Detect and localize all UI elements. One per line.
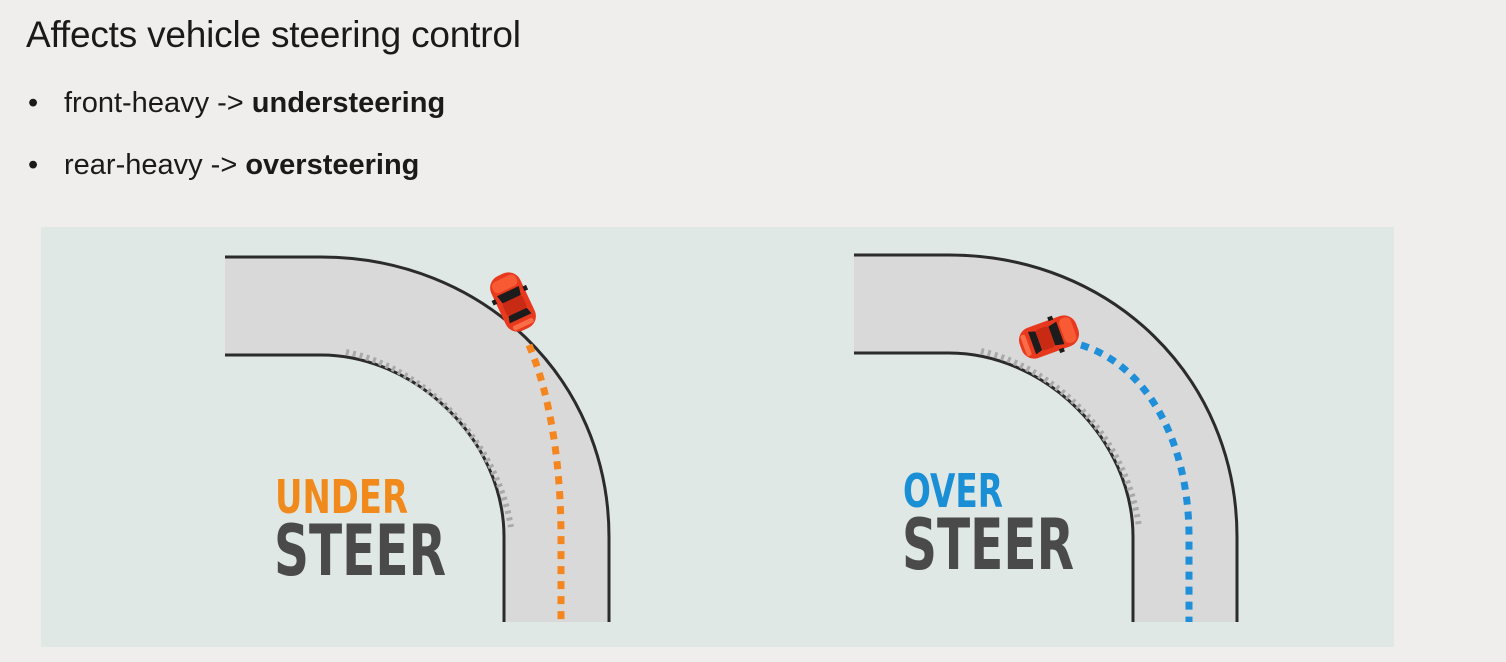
understeer-diagram: UNDER STEER [225, 255, 611, 622]
bullet-text: rear-heavy -> [64, 149, 246, 181]
diagram-panel: UNDER STEER OVER STEER [41, 227, 1394, 647]
bullet-marker: • [28, 149, 39, 181]
slide-title: Affects vehicle steering control [26, 14, 521, 55]
bullet-understeer: • front-heavy -> understeering [28, 87, 445, 120]
bullet-oversteer: • rear-heavy -> oversteering [28, 149, 419, 182]
bullet-emphasis: understeering [251, 87, 446, 119]
bullet-emphasis: oversteering [245, 149, 420, 181]
understeer-road-inner-edge [225, 353, 506, 622]
oversteer-road-outer-edge [854, 253, 1239, 622]
understeer-path [525, 343, 565, 622]
understeer-road-outer-edge [225, 255, 611, 622]
bullet-text: front-heavy -> [64, 87, 252, 119]
oversteer-label-bottom: STEER [902, 504, 1074, 586]
oversteer-path [1079, 341, 1193, 622]
understeer-road [225, 257, 609, 622]
understeer-label-top: UNDER [275, 470, 408, 524]
oversteer-diagram: OVER STEER [854, 253, 1239, 622]
understeer-skid-marks [345, 349, 514, 528]
bullet-marker: • [28, 87, 39, 119]
diagram-svg: UNDER STEER OVER STEER [225, 253, 1239, 622]
understeer-label-bottom: STEER [274, 510, 446, 592]
oversteer-road [854, 255, 1237, 622]
oversteer-skid-marks [980, 348, 1142, 528]
oversteer-label-top: OVER [903, 464, 1003, 518]
